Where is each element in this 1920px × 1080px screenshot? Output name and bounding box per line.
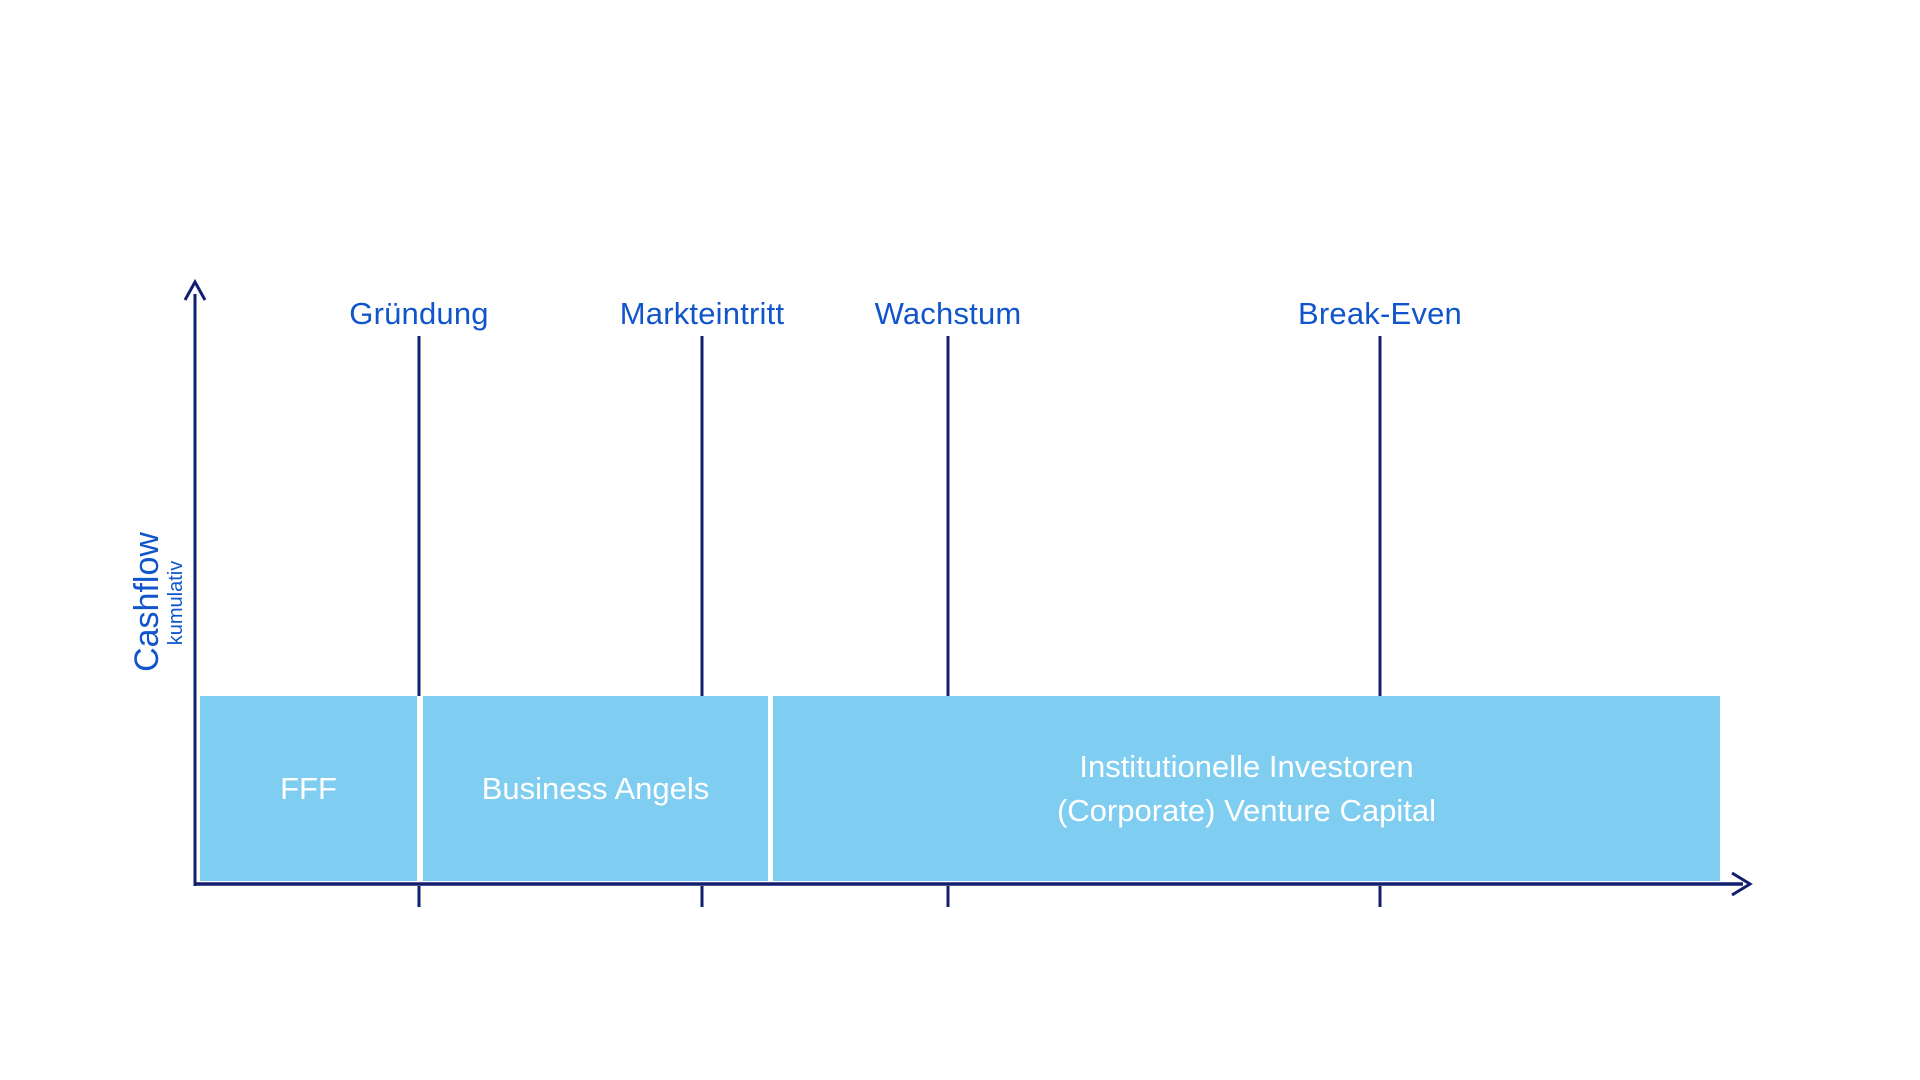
phase-box-business-angels-label: Business Angels [481,770,710,806]
phase-box-business-angels: Business Angels [423,696,768,881]
milestone-label-gruendung: Gründung [349,296,489,331]
y-axis-label: Cashflow [128,532,166,672]
phase-box-institutional-line1: Institutionelle Investoren [1079,748,1414,784]
phase-box-institutional-line2: (Corporate) Venture Capital [1056,792,1437,828]
milestone-label-break-even: Break-Even [1298,296,1462,331]
milestone-label-markteintritt: Markteintritt [619,296,785,331]
phase-box-institutional-investors: Institutionelle Investoren (Corporate) V… [773,696,1720,881]
y-axis-sublabel: kumulativ [165,560,187,646]
phase-box-fff: FFF [200,696,417,881]
y-axis-arrowhead-icon [183,278,207,301]
phase-box-fff-label: FFF [280,770,337,806]
x-axis-arrowhead-icon [1731,871,1753,897]
milestone-label-wachstum: Wachstum [874,296,1022,331]
